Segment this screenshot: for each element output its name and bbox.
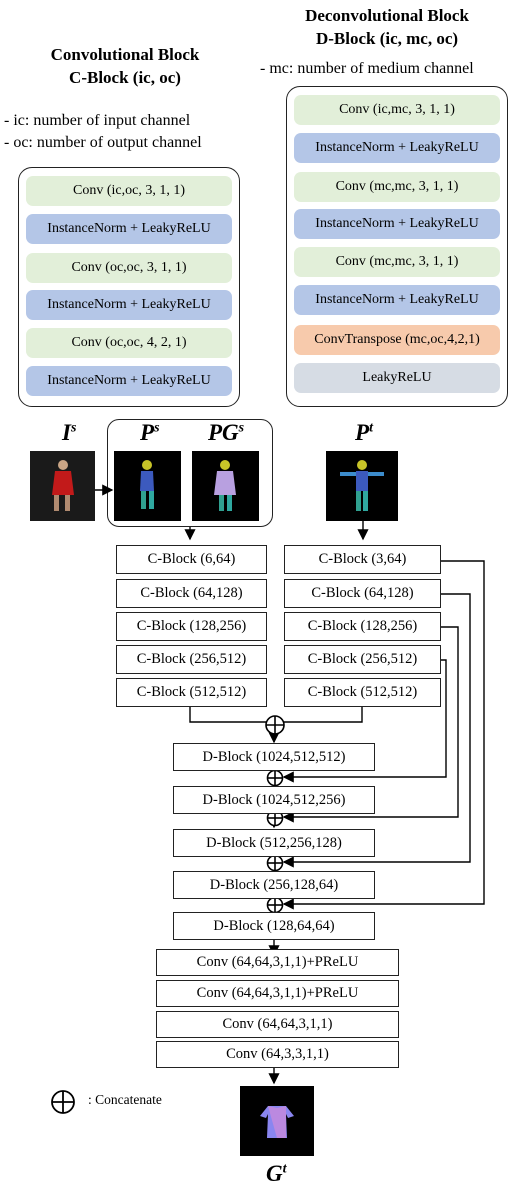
conv-transpose-layer: ConvTranspose (mc,oc,4,2,1): [294, 325, 500, 355]
decoder-block-3: D-Block (512,256,128): [173, 829, 375, 857]
conv-layer-3: Conv (oc,oc, 4, 2, 1): [26, 328, 232, 358]
symbol-source-pose: Ps: [140, 420, 160, 445]
decoder-block-5: D-Block (128,64,64): [173, 912, 375, 940]
norm-layer-2: InstanceNorm + LeakyReLU: [26, 290, 232, 320]
encoder-right-block-5: C-Block (512,512): [284, 678, 441, 707]
symbol-source-image: Is: [62, 420, 77, 445]
deconv-block-title: Deconvolutional Block D-Block (ic, mc, o…: [278, 4, 496, 50]
conv-block-title-line1: Convolutional Block: [50, 45, 200, 64]
encoder-right-block-4: C-Block (256,512): [284, 645, 441, 674]
encoder-right-block-2: C-Block (64,128): [284, 579, 441, 608]
head-block-1: Conv (64,64,3,1,1)+PReLU: [156, 949, 399, 976]
encoder-left-block-5: C-Block (512,512): [116, 678, 267, 707]
conv-layer-2: Conv (oc,oc, 3, 1, 1): [26, 253, 232, 283]
norm-layer-1: InstanceNorm + LeakyReLU: [26, 214, 232, 244]
conv-layer-1: Conv (ic,oc, 3, 1, 1): [26, 176, 232, 206]
dconv-layer-2: Conv (mc,mc, 3, 1, 1): [294, 172, 500, 202]
output-garment-image: [240, 1086, 314, 1156]
head-block-4: Conv (64,3,3,1,1): [156, 1041, 399, 1068]
deconv-block-title-line1: Deconvolutional Block: [305, 6, 469, 25]
encoder-left-block-3: C-Block (128,256): [116, 612, 267, 641]
symbol-output: Gt: [266, 1161, 287, 1186]
encoder-right-block-1: C-Block (3,64): [284, 545, 441, 574]
encoder-right-block-3: C-Block (128,256): [284, 612, 441, 641]
dconv-layer-3: Conv (mc,mc, 3, 1, 1): [294, 247, 500, 277]
note-mc: - mc: number of medium channel: [260, 60, 474, 77]
concatenate-legend-label: : Concatenate: [88, 1092, 162, 1107]
dnorm-layer-1: InstanceNorm + LeakyReLU: [294, 133, 500, 163]
decoder-block-1: D-Block (1024,512,512): [173, 743, 375, 771]
symbol-target-pose: Pt: [355, 420, 373, 445]
encoder-left-block-4: C-Block (256,512): [116, 645, 267, 674]
deconv-block-title-line2: D-Block (ic, mc, oc): [315, 29, 459, 48]
conv-block-title-line2: C-Block (ic, oc): [69, 68, 181, 87]
concat-symbol-3: [266, 809, 284, 827]
encoder-left-block-1: C-Block (6,64): [116, 545, 267, 574]
head-block-3: Conv (64,64,3,1,1): [156, 1011, 399, 1038]
concat-symbol-2: [266, 769, 284, 787]
head-block-2: Conv (64,64,3,1,1)+PReLU: [156, 980, 399, 1007]
dnorm-layer-2: InstanceNorm + LeakyReLU: [294, 209, 500, 239]
symbol-source-garment: PGs: [208, 420, 245, 445]
norm-layer-3: InstanceNorm + LeakyReLU: [26, 366, 232, 396]
dnorm-layer-3: InstanceNorm + LeakyReLU: [294, 285, 500, 315]
source-input-group: [107, 419, 273, 527]
encoder-left-block-2: C-Block (64,128): [116, 579, 267, 608]
note-oc: - oc: number of output channel: [4, 134, 202, 151]
note-ic: - ic: number of input channel: [4, 112, 191, 129]
source-person-image: [30, 451, 95, 521]
dconv-layer-1: Conv (ic,mc, 3, 1, 1): [294, 95, 500, 125]
source-garment-image: [192, 451, 259, 521]
target-pose-image: [326, 451, 398, 521]
concatenate-legend-icon: [51, 1090, 75, 1114]
decoder-block-4: D-Block (256,128,64): [173, 871, 375, 899]
conv-block-title: Convolutional Block C-Block (ic, oc): [30, 43, 220, 89]
deconv-block-panel: Conv (ic,mc, 3, 1, 1) InstanceNorm + Lea…: [286, 86, 508, 407]
leakyrelu-layer: LeakyReLU: [294, 363, 500, 393]
decoder-block-2: D-Block (1024,512,256): [173, 786, 375, 814]
source-pose-image: [114, 451, 181, 521]
concat-symbol-1: [265, 715, 285, 735]
conv-block-panel: Conv (ic,oc, 3, 1, 1) InstanceNorm + Lea…: [18, 167, 240, 407]
